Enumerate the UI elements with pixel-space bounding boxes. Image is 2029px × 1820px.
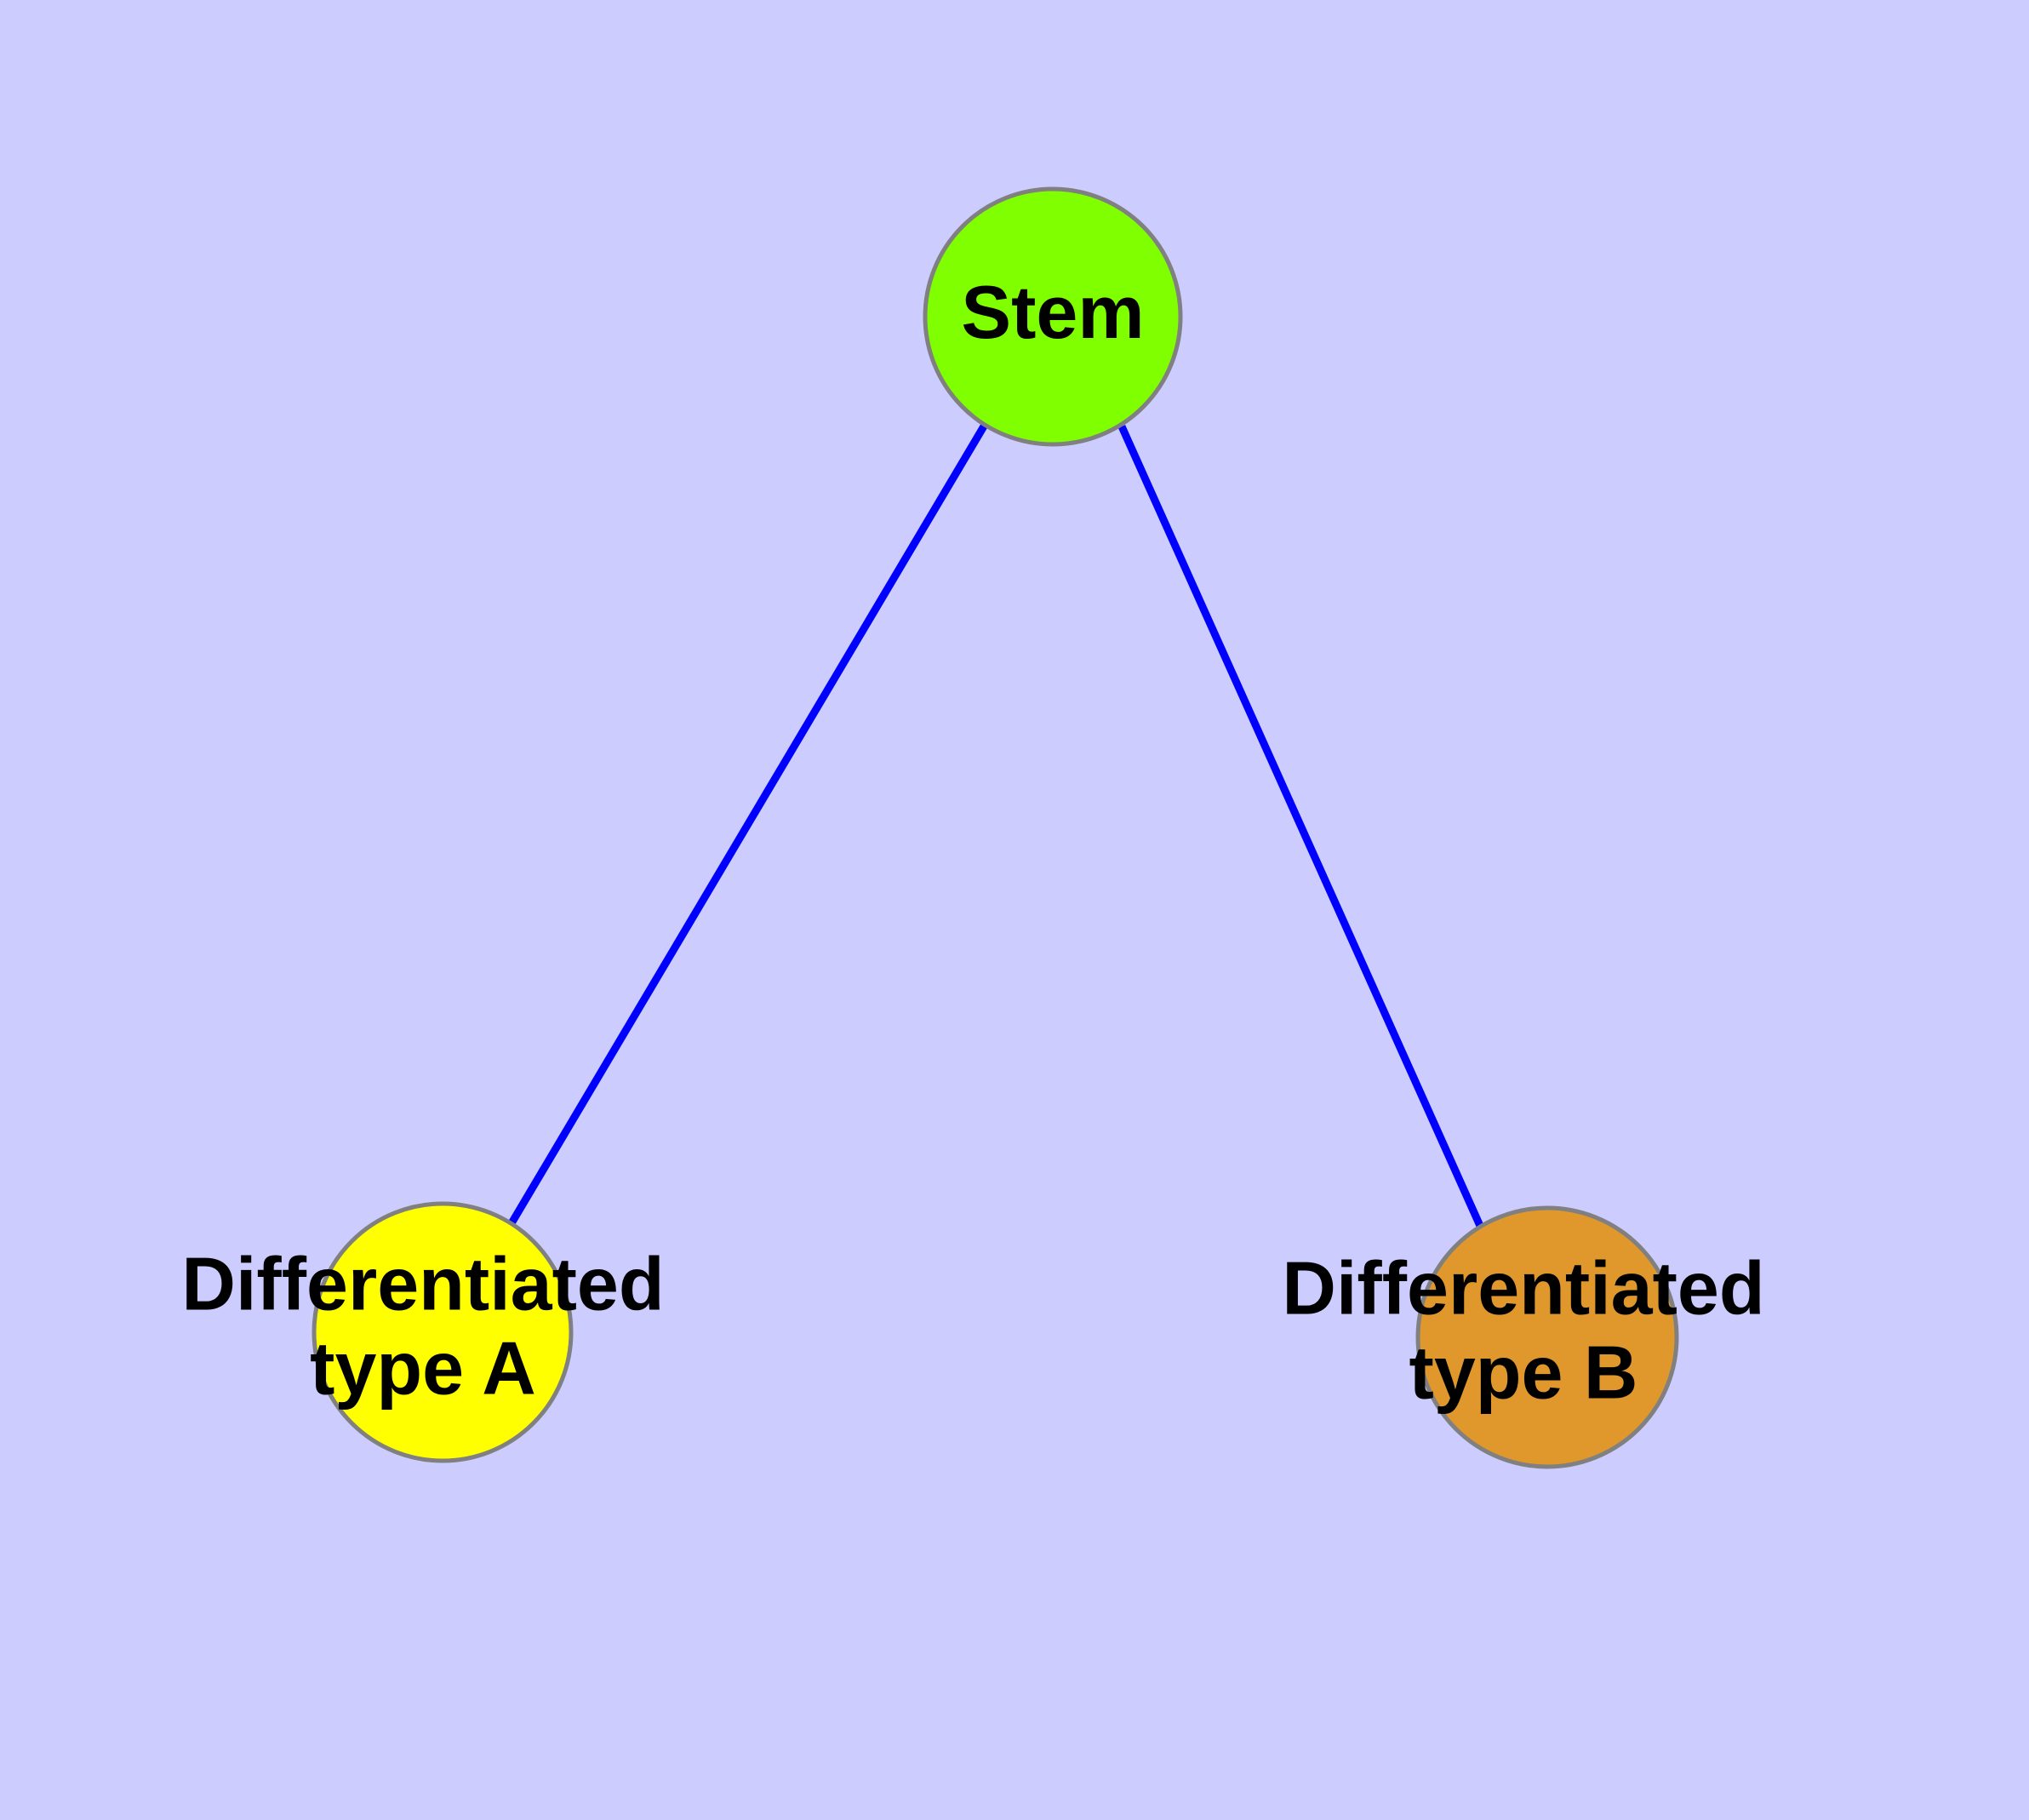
node-differentiated-type-b-circle[interactable] <box>1415 1205 1679 1469</box>
node-stem-label: Stem <box>961 270 1144 354</box>
edge-stem-to-differentiated-type-a <box>508 422 988 1226</box>
nodes-layer <box>311 186 1679 1469</box>
node-stem-circle[interactable] <box>923 186 1183 447</box>
edge-stem-to-differentiated-type-b <box>1117 425 1484 1228</box>
node-differentiated-type-a-circle[interactable] <box>311 1201 574 1463</box>
edges-layer <box>508 422 1484 1228</box>
